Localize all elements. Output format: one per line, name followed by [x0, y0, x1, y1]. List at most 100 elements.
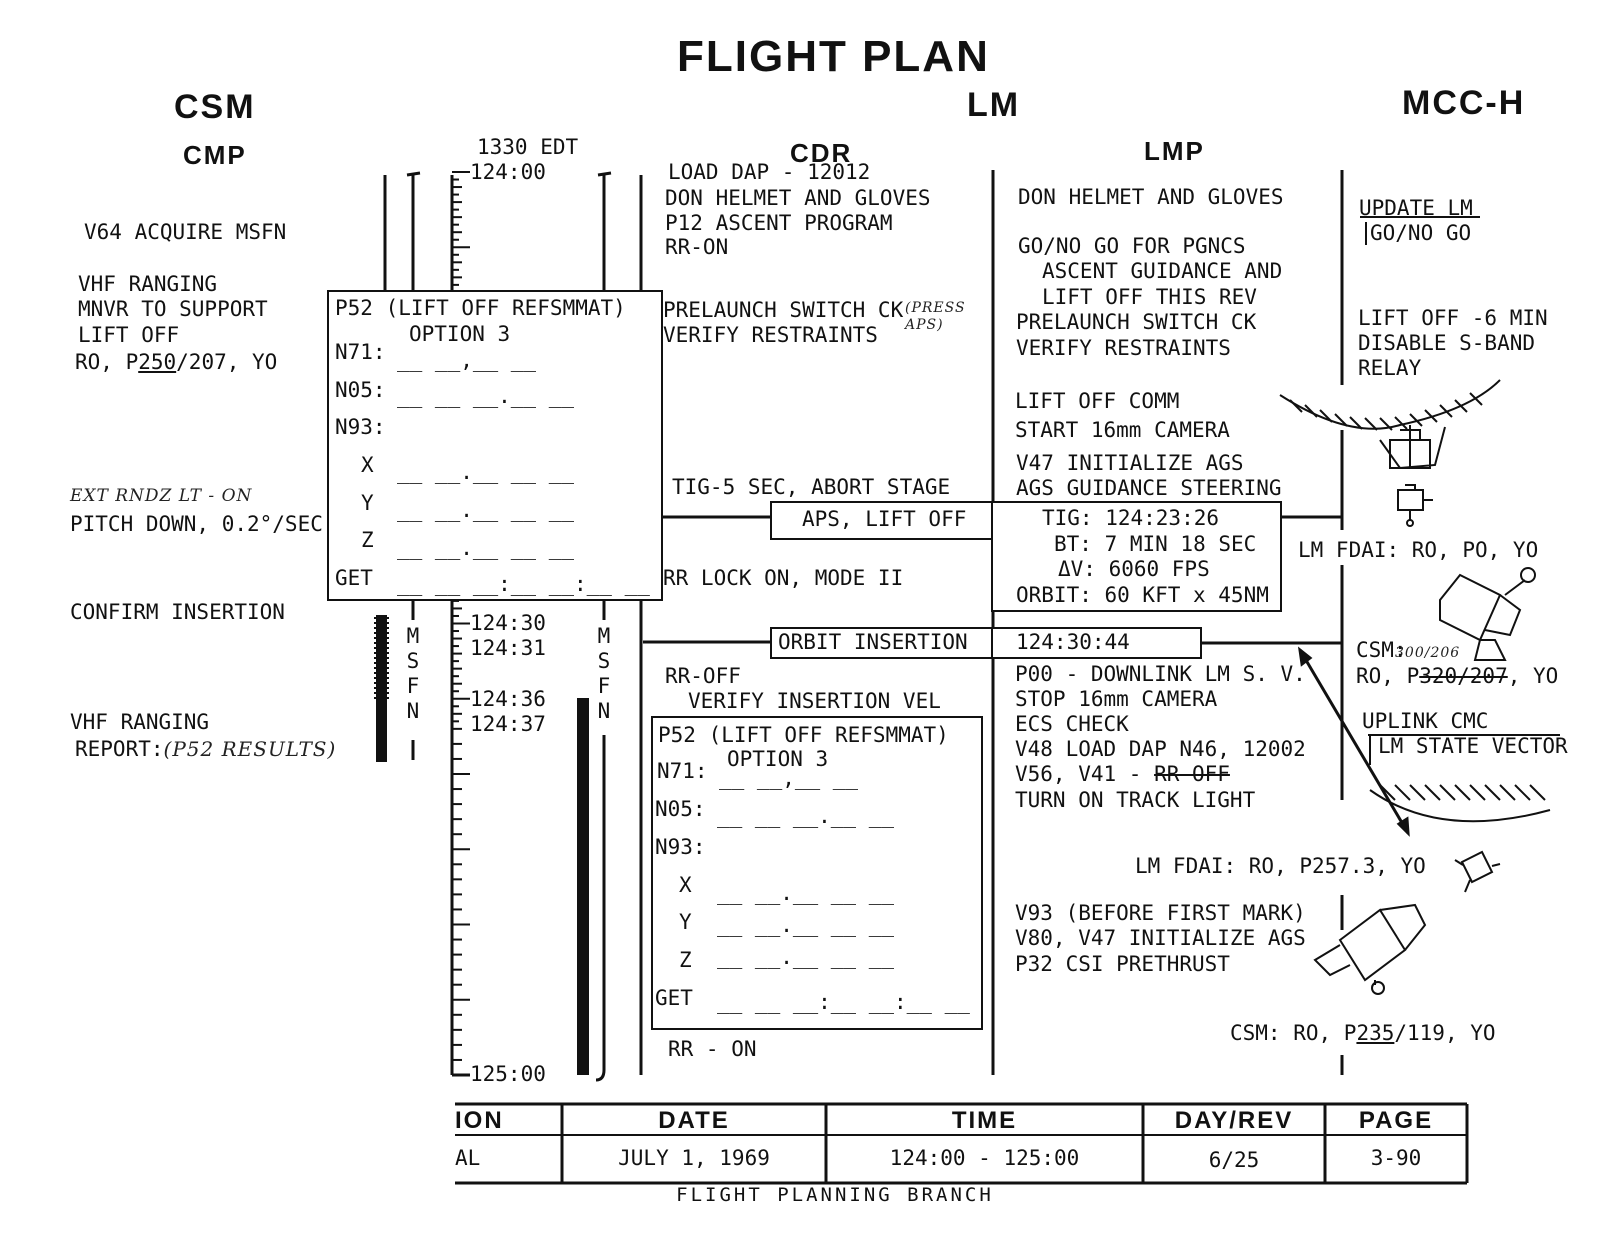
lmp-step: DON HELMET AND GLOVES [1018, 185, 1284, 209]
lm-ascent-icon [1379, 425, 1446, 470]
lmp-step: VERIFY RESTRAINTS [1016, 336, 1231, 360]
y-label: Y [679, 910, 692, 934]
csm-spacecraft-icon-2 [1313, 903, 1427, 985]
lm-msfn-bar [577, 698, 589, 1075]
att-prefix: RO, P [75, 350, 139, 374]
struck-rr-off: RR-OFF [1154, 762, 1230, 786]
cdr-step: DON HELMET AND GLOVES [665, 186, 931, 210]
lmp-step: TURN ON TRACK LIGHT [1015, 788, 1256, 812]
cmp-step: PITCH DOWN, 0.2°/SEC [70, 512, 323, 536]
get-label: GET [655, 986, 693, 1010]
csm-attitude: RO, P320/207, YO [1356, 664, 1558, 689]
x-field[interactable]: __ __.__ __ __ [397, 460, 575, 484]
handwritten-p52-results: (P52 RESULTS) [163, 737, 337, 761]
orbit-insertion-event: ORBIT INSERTION [770, 627, 995, 659]
y-field[interactable]: __ __.__ __ __ [717, 913, 895, 937]
cdr-step: RR-ON [665, 235, 729, 259]
footer-date: JULY 1, 1969 [618, 1146, 770, 1170]
att-prefix: RO, P [1356, 664, 1420, 688]
n71-label: N71: [335, 340, 386, 364]
n71-label: N71: [657, 759, 708, 783]
x-label: X [361, 453, 374, 477]
earth-horizon-icon [1369, 789, 1551, 823]
ascent-burn-data: TIG: 124:23:26 BT: 7 MIN 18 SEC ΔV: 6060… [991, 501, 1282, 612]
lmp-step: V48 LOAD DAP N46, 12002 [1015, 737, 1306, 761]
csm-heading: CSM [174, 88, 256, 126]
cmp-report: REPORT:(P52 RESULTS) [75, 737, 336, 762]
horizon-sketches [1279, 379, 1551, 995]
footer-header-date: DATE [658, 1107, 730, 1134]
att-suffix: /207, YO [176, 350, 278, 374]
n71-field[interactable]: __ __,__ __ [719, 766, 859, 790]
cdr-heading: CDR [790, 138, 853, 168]
cmp-step: MNVR TO SUPPORT [78, 297, 268, 321]
lmp-step: P00 - DOWNLINK LM S. V. [1015, 662, 1306, 686]
n93-label: N93: [335, 415, 386, 439]
lmp-step: LIFT OFF THIS REV [1042, 285, 1257, 309]
handwritten-note-rndz: EXT RNDZ LT - ON [70, 486, 253, 506]
n71-field[interactable]: __ __,__ __ [397, 348, 537, 372]
cmp-step: CONFIRM INSERTION [70, 600, 285, 624]
handwritten-correction: 300/206 [1395, 645, 1461, 661]
lm-fdai-attitude: LM FDAI: RO, PO, YO [1298, 538, 1539, 563]
report-label: REPORT: [75, 737, 164, 761]
cdr-step: RR-OFF [665, 664, 741, 688]
y-label: Y [361, 491, 374, 515]
get-field[interactable]: __ __ __:__ __:__ __ [397, 572, 650, 596]
z-field[interactable]: __ __.__ __ __ [397, 536, 575, 560]
att-pitch: 235 [1356, 1021, 1395, 1045]
lm-msfn-label: MSFN [597, 624, 611, 723]
insertion-time: 124:30:44 [1016, 630, 1130, 654]
footer-header-mission: ION [455, 1107, 504, 1134]
n05-field[interactable]: __ __ __.__ __ [397, 384, 575, 408]
att-pitch: 250 [138, 350, 177, 374]
footer-header-dayrev: DAY/REV [1174, 1107, 1294, 1134]
z-label: Z [361, 528, 374, 552]
uplink-cmc: UPLINK CMC [1362, 709, 1489, 733]
orbit-insertion-label: ORBIT INSERTION [778, 630, 968, 654]
cmp-heading: CMP [183, 140, 247, 170]
footer-mission: AL [455, 1146, 481, 1170]
get-label: GET [335, 566, 373, 590]
get-field[interactable]: __ __ __:__ __:__ __ [717, 990, 970, 1014]
cdr-step: VERIFY RESTRAINTS [663, 323, 878, 347]
insertion-time-box: 124:30:44 [991, 627, 1202, 659]
lmp-step: V47 INITIALIZE AGS [1016, 451, 1244, 475]
n05-label: N05: [335, 378, 386, 402]
footer-dayrev: 6/25 [1208, 1148, 1260, 1172]
burn-bt: BT: 7 MIN 18 SEC [1054, 532, 1257, 556]
time-label: 124:00 [470, 160, 546, 184]
lmp-step: P32 CSI PRETHRUST [1015, 952, 1230, 976]
footer-branch: FLIGHT PLANNING BRANCH [676, 1184, 994, 1206]
handwritten-press-aps: (PRESS APS) [905, 300, 966, 333]
cdr-step: TIG-5 SEC, ABORT STAGE [672, 475, 951, 499]
y-field[interactable]: __ __.__ __ __ [397, 498, 575, 522]
csm-attitude: CSM: RO, P235/119, YO [1230, 1021, 1496, 1046]
lm-fdai-icon [1397, 484, 1433, 520]
z-field[interactable]: __ __.__ __ __ [717, 945, 895, 969]
lmp-step: V80, V47 INITIALIZE AGS [1015, 926, 1306, 950]
time-label: 124:30 [470, 611, 546, 635]
csm-msfn-label: MSFN [406, 624, 420, 723]
n05-field[interactable]: __ __ __.__ __ [717, 804, 895, 828]
cdr-step: LOAD DAP - 12012 [668, 160, 871, 184]
att-prefix: CSM: RO, P [1230, 1021, 1357, 1045]
lmp-step: PRELAUNCH SWITCH CK [1016, 310, 1257, 334]
lmp-step: V56, V41 - RR-OFF [1015, 762, 1230, 787]
att-suffix: , YO [1507, 664, 1559, 688]
lm-fdai-icon-2 [1454, 850, 1501, 893]
footer-header-page: PAGE [1358, 1107, 1434, 1134]
mcc-step: LIFT OFF -6 MIN [1358, 306, 1548, 330]
att-suffix: /119, YO [1394, 1021, 1496, 1045]
lmp-step: AGS GUIDANCE STEERING [1016, 476, 1282, 500]
lmp-heading: LMP [1144, 136, 1205, 166]
cmp-step: V64 ACQUIRE MSFN [84, 220, 287, 244]
edt-label: 1330 EDT [477, 135, 579, 159]
update-lm: UPDATE LM [1359, 196, 1473, 220]
footer-table [455, 1102, 1469, 1185]
mcc-step: RELAY [1358, 356, 1422, 380]
x-label: X [679, 873, 692, 897]
cdr-step: VERIFY INSERTION VEL [688, 689, 941, 713]
x-field[interactable]: __ __.__ __ __ [717, 881, 895, 905]
